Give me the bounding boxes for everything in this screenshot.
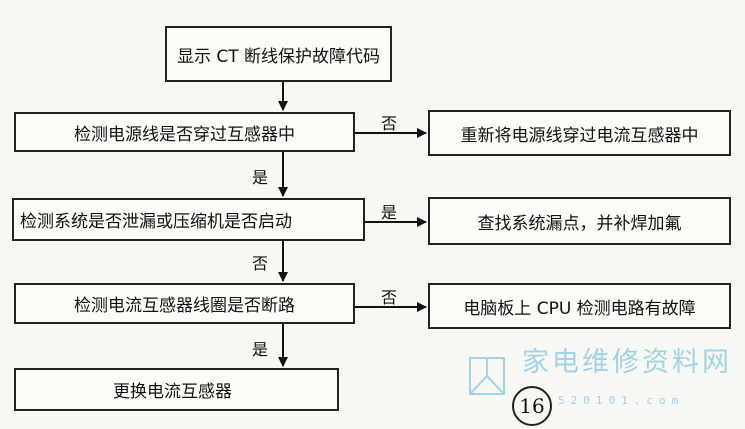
edge-label-no-1: 否 [381,114,398,133]
edge-label-yes-1: 是 [252,168,269,187]
fix-leak-box: 查找系统漏点，并补焊加氟 [428,197,731,245]
figure-number-text: 16 [519,394,545,418]
edge-label-no-2: 否 [252,254,269,273]
check-power-line-box: 检测电源线是否穿过互感器中 [14,112,355,152]
board-fault-text: 电脑板上 CPU 检测电路有故障 [463,298,696,319]
check-coil-text: 检测电流互感器线圈是否断路 [74,296,295,316]
watermark-url: 520101.com [558,394,685,407]
watermark-text: 家电维修资料网 [522,347,732,378]
start-box: 显示 CT 断线保护故障代码 [165,26,392,82]
watermark-logo-icon [469,357,505,395]
edge-label-no-3: 否 [381,288,398,307]
check-system-leak-text: 检测系统是否泄漏或压缩机是否启动 [20,212,292,232]
check-system-leak-box: 检测系统是否泄漏或压缩机是否启动 [12,198,365,241]
replace-transformer-box: 更换电流互感器 [14,368,339,411]
check-power-line-text: 检测电源线是否穿过互感器中 [74,124,295,145]
fix-leak-text: 查找系统漏点，并补焊加氟 [477,213,682,234]
edge-label-yes-2: 是 [381,203,398,222]
replace-transformer-text: 更换电流互感器 [113,382,232,402]
fix-power-line-box: 重新将电源线穿过电流互感器中 [428,110,731,156]
start-box-text: 显示 CT 断线保护故障代码 [176,46,381,67]
edge-label-yes-3: 是 [252,340,269,359]
check-coil-box: 检测电流互感器线圈是否断路 [14,283,355,324]
board-fault-box: 电脑板上 CPU 检测电路有故障 [428,283,731,329]
fix-power-line-text: 重新将电源线穿过电流互感器中 [460,125,699,146]
figure-number: 16 [512,386,552,426]
